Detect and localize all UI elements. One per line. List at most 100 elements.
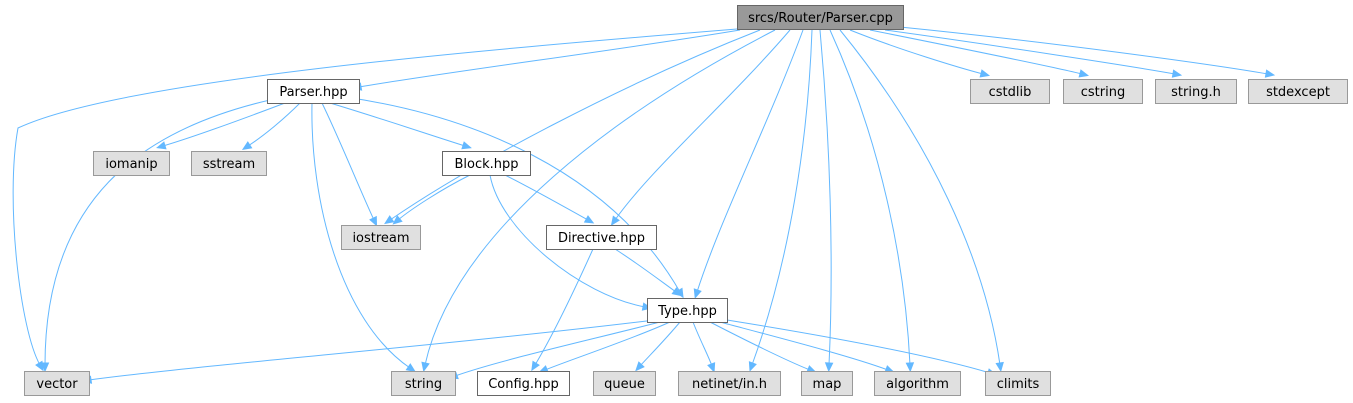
node-config-hpp[interactable]: Config.hpp: [477, 371, 570, 396]
arrowhead-parser-cpp-to-algorithm: [905, 362, 915, 373]
node-map: map: [801, 371, 853, 396]
node-box-map: [801, 371, 853, 396]
edge-parser-cpp-to-vector: [12, 28, 738, 366]
node-cstdlib: cstdlib: [970, 79, 1050, 104]
node-label-stdexcept: stdexcept: [1266, 85, 1330, 100]
node-label-parser-cpp: srcs/Router/Parser.cpp: [748, 11, 893, 26]
arrowhead-parser-cpp-to-type-hpp: [693, 288, 702, 299]
node-box-block-hpp: [442, 151, 531, 176]
node-label-algorithm: algorithm: [886, 377, 949, 392]
arrowhead-parser-hpp-to-sstream: [241, 141, 253, 150]
edge-parser-cpp-to-netinet-in-h: [751, 29, 813, 366]
edge-parser-cpp-to-directive-hpp: [614, 29, 791, 221]
arrowhead-block-hpp-to-directive-hpp: [583, 215, 595, 224]
node-label-map: map: [813, 377, 842, 392]
node-netinet-in-h: netinet/in.h: [678, 371, 781, 396]
edge-type-hpp-to-algorithm: [719, 321, 889, 371]
node-box-vector: [24, 371, 90, 396]
arrowhead-parser-cpp-to-iostream: [384, 215, 395, 225]
edge-parser-cpp-to-stdexcept: [899, 26, 1269, 75]
node-label-queue: queue: [604, 377, 645, 392]
arrowhead-type-hpp-to-netinet-in-h: [707, 362, 716, 373]
arrowhead-type-hpp-to-queue: [635, 361, 645, 372]
node-box-iostream: [341, 225, 421, 250]
edge-parser-hpp-to-block-hpp: [329, 102, 466, 147]
edge-parser-cpp-to-algorithm: [829, 29, 911, 366]
edge-type-hpp-to-map: [709, 321, 811, 371]
node-block-hpp[interactable]: Block.hpp: [442, 151, 531, 176]
node-box-parser-hpp: [267, 79, 360, 104]
node-label-block-hpp: Block.hpp: [454, 157, 518, 172]
arrowhead-parser-hpp-to-iostream: [369, 215, 378, 227]
edge-directive-hpp-to-type-hpp: [614, 248, 677, 293]
node-parser-hpp[interactable]: Parser.hpp: [267, 79, 360, 104]
edge-parser-cpp-to-map: [819, 29, 832, 366]
arrowhead-block-hpp-to-iostream: [392, 215, 403, 225]
node-label-type-hpp: Type.hpp: [657, 304, 717, 319]
node-stdexcept: stdexcept: [1248, 79, 1348, 104]
edge-parser-cpp-to-string-h: [884, 29, 1176, 75]
node-parser-cpp[interactable]: srcs/Router/Parser.cpp: [737, 5, 904, 30]
edge-type-hpp-to-vector: [88, 319, 656, 381]
node-box-string: [391, 371, 456, 396]
arrowhead-parser-cpp-to-climits: [995, 361, 1004, 373]
edge-parser-cpp-to-climits: [839, 29, 1001, 366]
node-label-config-hpp: Config.hpp: [488, 377, 559, 392]
node-label-string-h: string.h: [1171, 85, 1221, 100]
node-box-parser-cpp: [737, 5, 904, 30]
edge-parser-cpp-to-type-hpp: [696, 29, 804, 293]
node-label-iomanip: iomanip: [105, 157, 157, 172]
arrowhead-parser-cpp-to-cstring: [1078, 69, 1090, 78]
arrowhead-parser-hpp-to-string: [405, 363, 416, 373]
node-box-iomanip: [93, 151, 170, 176]
node-label-sstream: sstream: [203, 157, 255, 172]
node-type-hpp[interactable]: Type.hpp: [647, 298, 728, 323]
arrowhead-parser-cpp-to-netinet-in-h: [748, 361, 757, 372]
node-box-directive-hpp: [546, 225, 657, 250]
node-box-cstdlib: [970, 79, 1050, 104]
node-box-stdexcept: [1248, 79, 1348, 104]
node-box-queue: [593, 371, 656, 396]
edge-type-hpp-to-string: [454, 321, 661, 377]
arrowhead-parser-cpp-to-map: [824, 362, 834, 373]
edge-type-hpp-to-netinet-in-h: [692, 321, 713, 367]
edge-parser-hpp-to-vector: [44, 99, 271, 366]
node-label-cstring: cstring: [1081, 85, 1125, 100]
node-box-netinet-in-h: [678, 371, 781, 396]
edge-parser-hpp-to-iostream: [321, 102, 375, 221]
node-string: string: [391, 371, 456, 396]
edge-parser-cpp-to-iostream: [389, 29, 761, 221]
node-directive-hpp[interactable]: Directive.hpp: [546, 225, 657, 250]
node-queue: queue: [593, 371, 656, 396]
edge-type-hpp-to-climits: [726, 319, 991, 374]
node-box-cstring: [1063, 79, 1143, 104]
node-string-h: string.h: [1155, 79, 1237, 104]
arrowhead-parser-cpp-to-cstdlib: [979, 69, 991, 78]
edge-parser-hpp-to-iomanip: [162, 102, 286, 147]
node-box-sstream: [191, 151, 267, 176]
node-label-directive-hpp: Directive.hpp: [558, 231, 645, 246]
node-iostream: iostream: [341, 225, 421, 250]
node-sstream: sstream: [191, 151, 267, 176]
edge-type-hpp-to-config-hpp: [544, 321, 671, 371]
node-box-algorithm: [874, 371, 961, 396]
node-box-type-hpp: [647, 298, 728, 323]
edge-parser-cpp-to-string: [424, 29, 776, 366]
node-climits: climits: [985, 371, 1051, 396]
arrowhead-parser-hpp-to-vector: [40, 362, 50, 373]
node-label-parser-hpp: Parser.hpp: [279, 85, 347, 100]
node-iomanip: iomanip: [93, 151, 170, 176]
edge-block-hpp-to-directive-hpp: [504, 174, 589, 221]
edge-parser-cpp-to-parser-hpp: [358, 29, 741, 88]
node-algorithm: algorithm: [874, 371, 961, 396]
arrowhead-parser-cpp-to-string: [421, 361, 430, 373]
arrowhead-directive-hpp-to-config-hpp: [531, 360, 540, 372]
edge-parser-cpp-to-cstdlib: [849, 29, 984, 75]
edge-parser-hpp-to-sstream: [247, 102, 301, 147]
arrowhead-parser-cpp-to-directive-hpp: [610, 215, 620, 226]
arrowhead-parser-hpp-to-iomanip: [155, 141, 167, 150]
node-label-iostream: iostream: [352, 231, 409, 246]
node-box-climits: [985, 371, 1051, 396]
edge-parser-cpp-to-cstring: [869, 29, 1083, 75]
